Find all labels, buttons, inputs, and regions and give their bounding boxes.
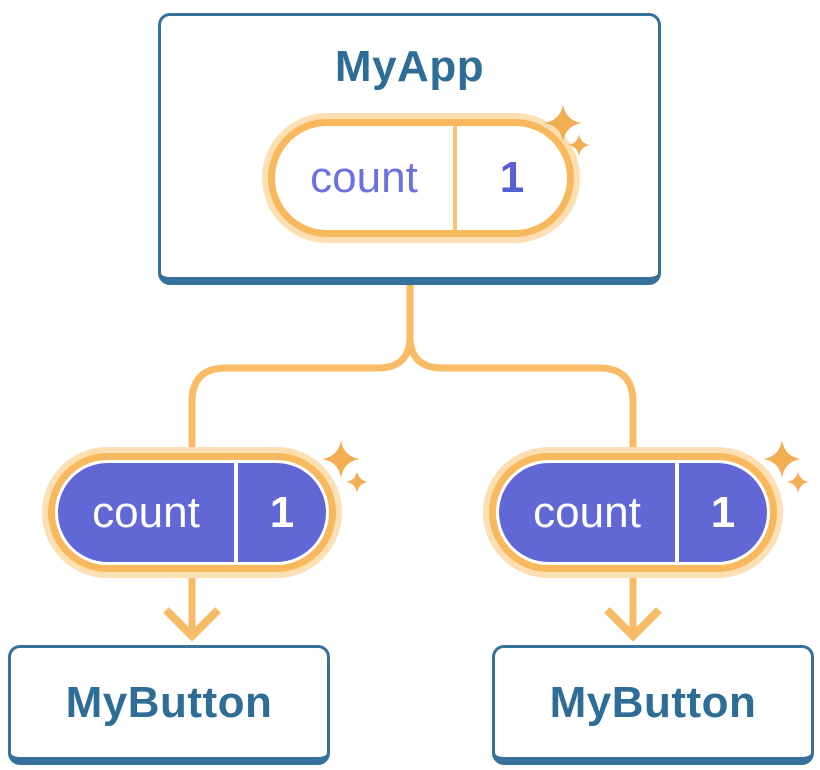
pill-divider xyxy=(675,463,679,562)
right-state-pill-ring: count 1 xyxy=(489,453,777,572)
root-state-pill-ring: count 1 xyxy=(268,119,574,237)
root-state-name: count xyxy=(310,153,418,202)
connector-root-to-left-child xyxy=(188,283,414,452)
left-state-pill-ring: count 1 xyxy=(48,453,336,572)
mybutton-right-title: MyButton xyxy=(549,677,757,727)
root-state-pill: count 1 xyxy=(262,113,580,243)
right-state-value: 1 xyxy=(710,487,736,537)
pill-divider xyxy=(234,463,238,562)
right-state-pill: count 1 xyxy=(483,447,783,578)
sparkle-icon xyxy=(346,471,369,494)
connector-root-to-right-child xyxy=(406,283,637,452)
sparkle-icon xyxy=(787,471,810,494)
arrow-down-right-icon xyxy=(604,576,662,642)
mybutton-right-card: MyButton xyxy=(492,645,814,765)
arrow-down-left-icon xyxy=(163,576,221,642)
left-state-pill: count 1 xyxy=(42,447,342,578)
left-state-name: count xyxy=(92,487,200,537)
mybutton-left-card: MyButton xyxy=(8,645,330,765)
mybutton-left-title: MyButton xyxy=(65,677,273,727)
right-state-name: count xyxy=(533,487,641,537)
left-state-value: 1 xyxy=(269,487,295,537)
root-state-value: 1 xyxy=(499,153,525,202)
myapp-title: MyApp xyxy=(334,42,485,91)
pill-divider xyxy=(453,126,457,230)
